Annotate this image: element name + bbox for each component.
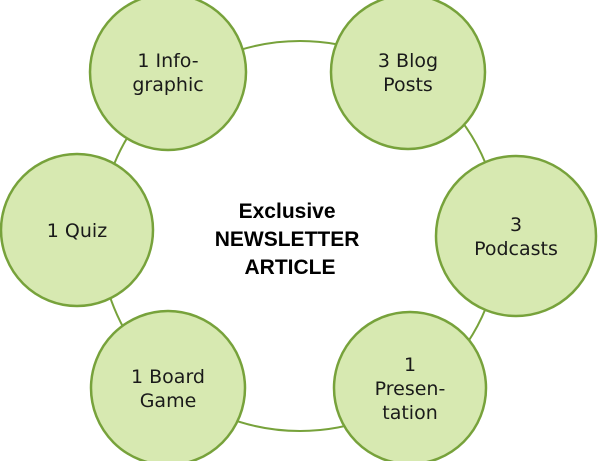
node-label-line: Presen- [375, 378, 446, 400]
node-label-line: 1 Quiz [47, 220, 107, 242]
node-infographic: 1 Info-graphic [88, 0, 248, 152]
node-label-line: graphic [132, 74, 203, 96]
center-line-2: NEWSLETTER [215, 228, 360, 251]
node-circle [89, 309, 247, 461]
node-label: 1 Info-graphic [132, 50, 203, 96]
center-label: Exclusive NEWSLETTER ARTICLE [215, 200, 366, 279]
node-label-line: 1 Info- [137, 50, 198, 72]
node-circle [88, 0, 248, 152]
node-circle [0, 152, 155, 308]
center-line-3: ARTICLE [245, 256, 336, 279]
node-label-line: Posts [383, 74, 433, 96]
node-label-line: Game [140, 390, 197, 412]
node-circle [434, 154, 598, 318]
node-label-line: 3 Blog [378, 50, 438, 72]
node-label-line: Podcasts [474, 238, 558, 260]
node-circle [332, 310, 488, 461]
node-label-line: tation [382, 402, 438, 424]
node-label: 1 Quiz [47, 220, 107, 242]
node-circle [329, 0, 487, 151]
node-label-line: 1 Board [131, 366, 205, 388]
node-label-line: 1 [404, 354, 416, 376]
node-quiz: 1 Quiz [0, 152, 155, 308]
node-label-line: 3 [510, 214, 522, 236]
center-line-1: Exclusive [239, 200, 336, 223]
